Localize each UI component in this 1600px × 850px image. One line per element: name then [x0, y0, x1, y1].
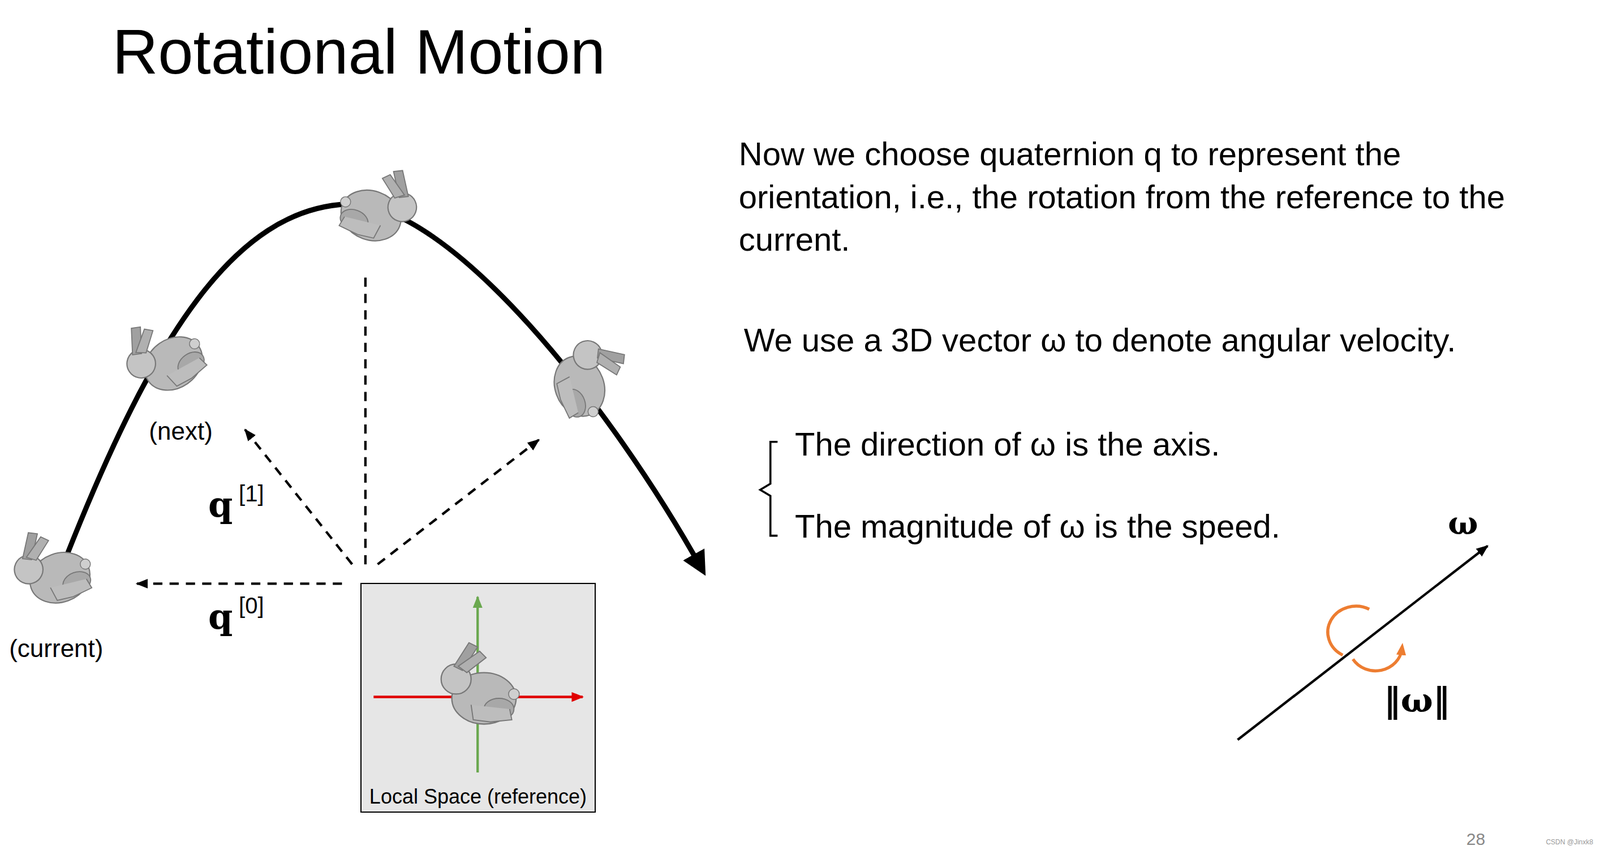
quaternion-symbol: q — [208, 595, 233, 638]
bullet-text: The magnitude of ω is the speed. — [794, 506, 1281, 546]
slide-title: Rotational Motion — [112, 14, 606, 90]
frame-caption: Local Space (reference) — [369, 784, 587, 809]
bullet-text: The direction of ω is the axis. — [794, 424, 1220, 464]
explanation-text: Now we choose quaternion q to represent … — [738, 132, 1546, 261]
superscript-index: [1] — [238, 479, 264, 507]
quaternion-symbol: q — [208, 483, 233, 526]
explanation-text: We use a 3D vector ω to denote angular v… — [743, 318, 1459, 361]
watermark: CSDN @Jinxk8 — [1545, 837, 1594, 846]
pose-label: (next) — [148, 416, 213, 447]
pose-label: (current) — [9, 633, 103, 664]
page-number: 28 — [1466, 828, 1486, 850]
reference-frame-box: Local Space (reference) — [360, 582, 597, 813]
magnitude-symbol: ‖ω‖ — [1383, 679, 1451, 721]
superscript-index: [0] — [238, 591, 264, 619]
omega-symbol: ω — [1447, 504, 1478, 543]
